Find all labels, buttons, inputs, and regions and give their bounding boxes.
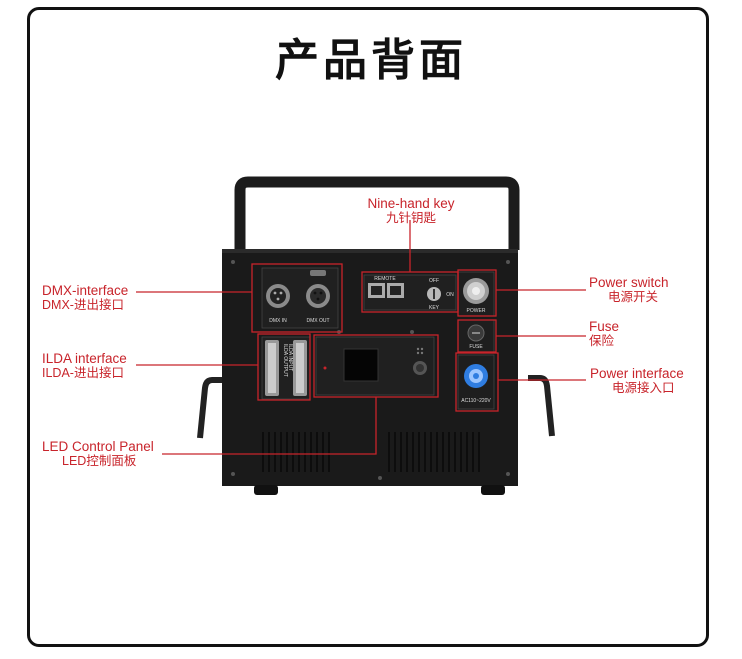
dmx-label-en: DMX-interface (42, 283, 129, 298)
off-text: OFF (429, 278, 439, 284)
nine-hand-key-label-en: Nine-hand key (367, 196, 455, 211)
power-switch-callout-box (457, 269, 497, 317)
ilda-input-text: ILDA INPUT (287, 344, 293, 371)
led-display (343, 348, 379, 382)
left-foot (254, 485, 278, 495)
nine-hand-key-label-zh: 九针钥匙 (385, 211, 436, 225)
dmx-callout-box (251, 263, 343, 333)
right-foot (481, 485, 505, 495)
power-interface-label-zh: 电源接入口 (612, 381, 675, 395)
key-text: KEY (429, 305, 440, 311)
power-interface-callout-box (455, 352, 499, 412)
fuse-label-en: Fuse (589, 319, 620, 334)
fuse-label-zh: 保险 (589, 334, 615, 348)
fuse-text: FUSE (469, 344, 483, 350)
voltage-text: AC110~220V (461, 398, 491, 404)
remote-text: REMOTE (374, 276, 396, 282)
dmx-in-text: DMX IN (269, 318, 287, 324)
dmx-label-zh: DMX-进出接口 (42, 298, 124, 312)
vent-grille (262, 432, 480, 472)
led-panel-label-zh: LED控制面板 (62, 454, 137, 468)
status-led (323, 366, 327, 370)
ilda-label-zh: ILDA-进出接口 (42, 366, 124, 380)
page-title: 产品背面 (275, 35, 467, 86)
ilda-callout-box (257, 333, 311, 401)
ilda-output-text: ILDA OUTPUT (282, 344, 288, 377)
led-panel-label-en: LED Control Panel (42, 439, 154, 454)
ilda-label-en: ILDA interface (42, 351, 127, 366)
power-text: POWER (467, 308, 486, 314)
on-text: ON (446, 292, 454, 298)
left-stand (197, 377, 222, 439)
power-switch-label-zh: 电源开关 (608, 290, 659, 304)
power-interface-label-en: Power interface (590, 366, 684, 381)
led-leader-line (162, 397, 377, 455)
right-stand (528, 375, 555, 437)
carry-handle (234, 176, 520, 250)
dmx-out-text: DMX OUT (306, 318, 329, 324)
power-switch-label-en: Power switch (589, 275, 669, 290)
